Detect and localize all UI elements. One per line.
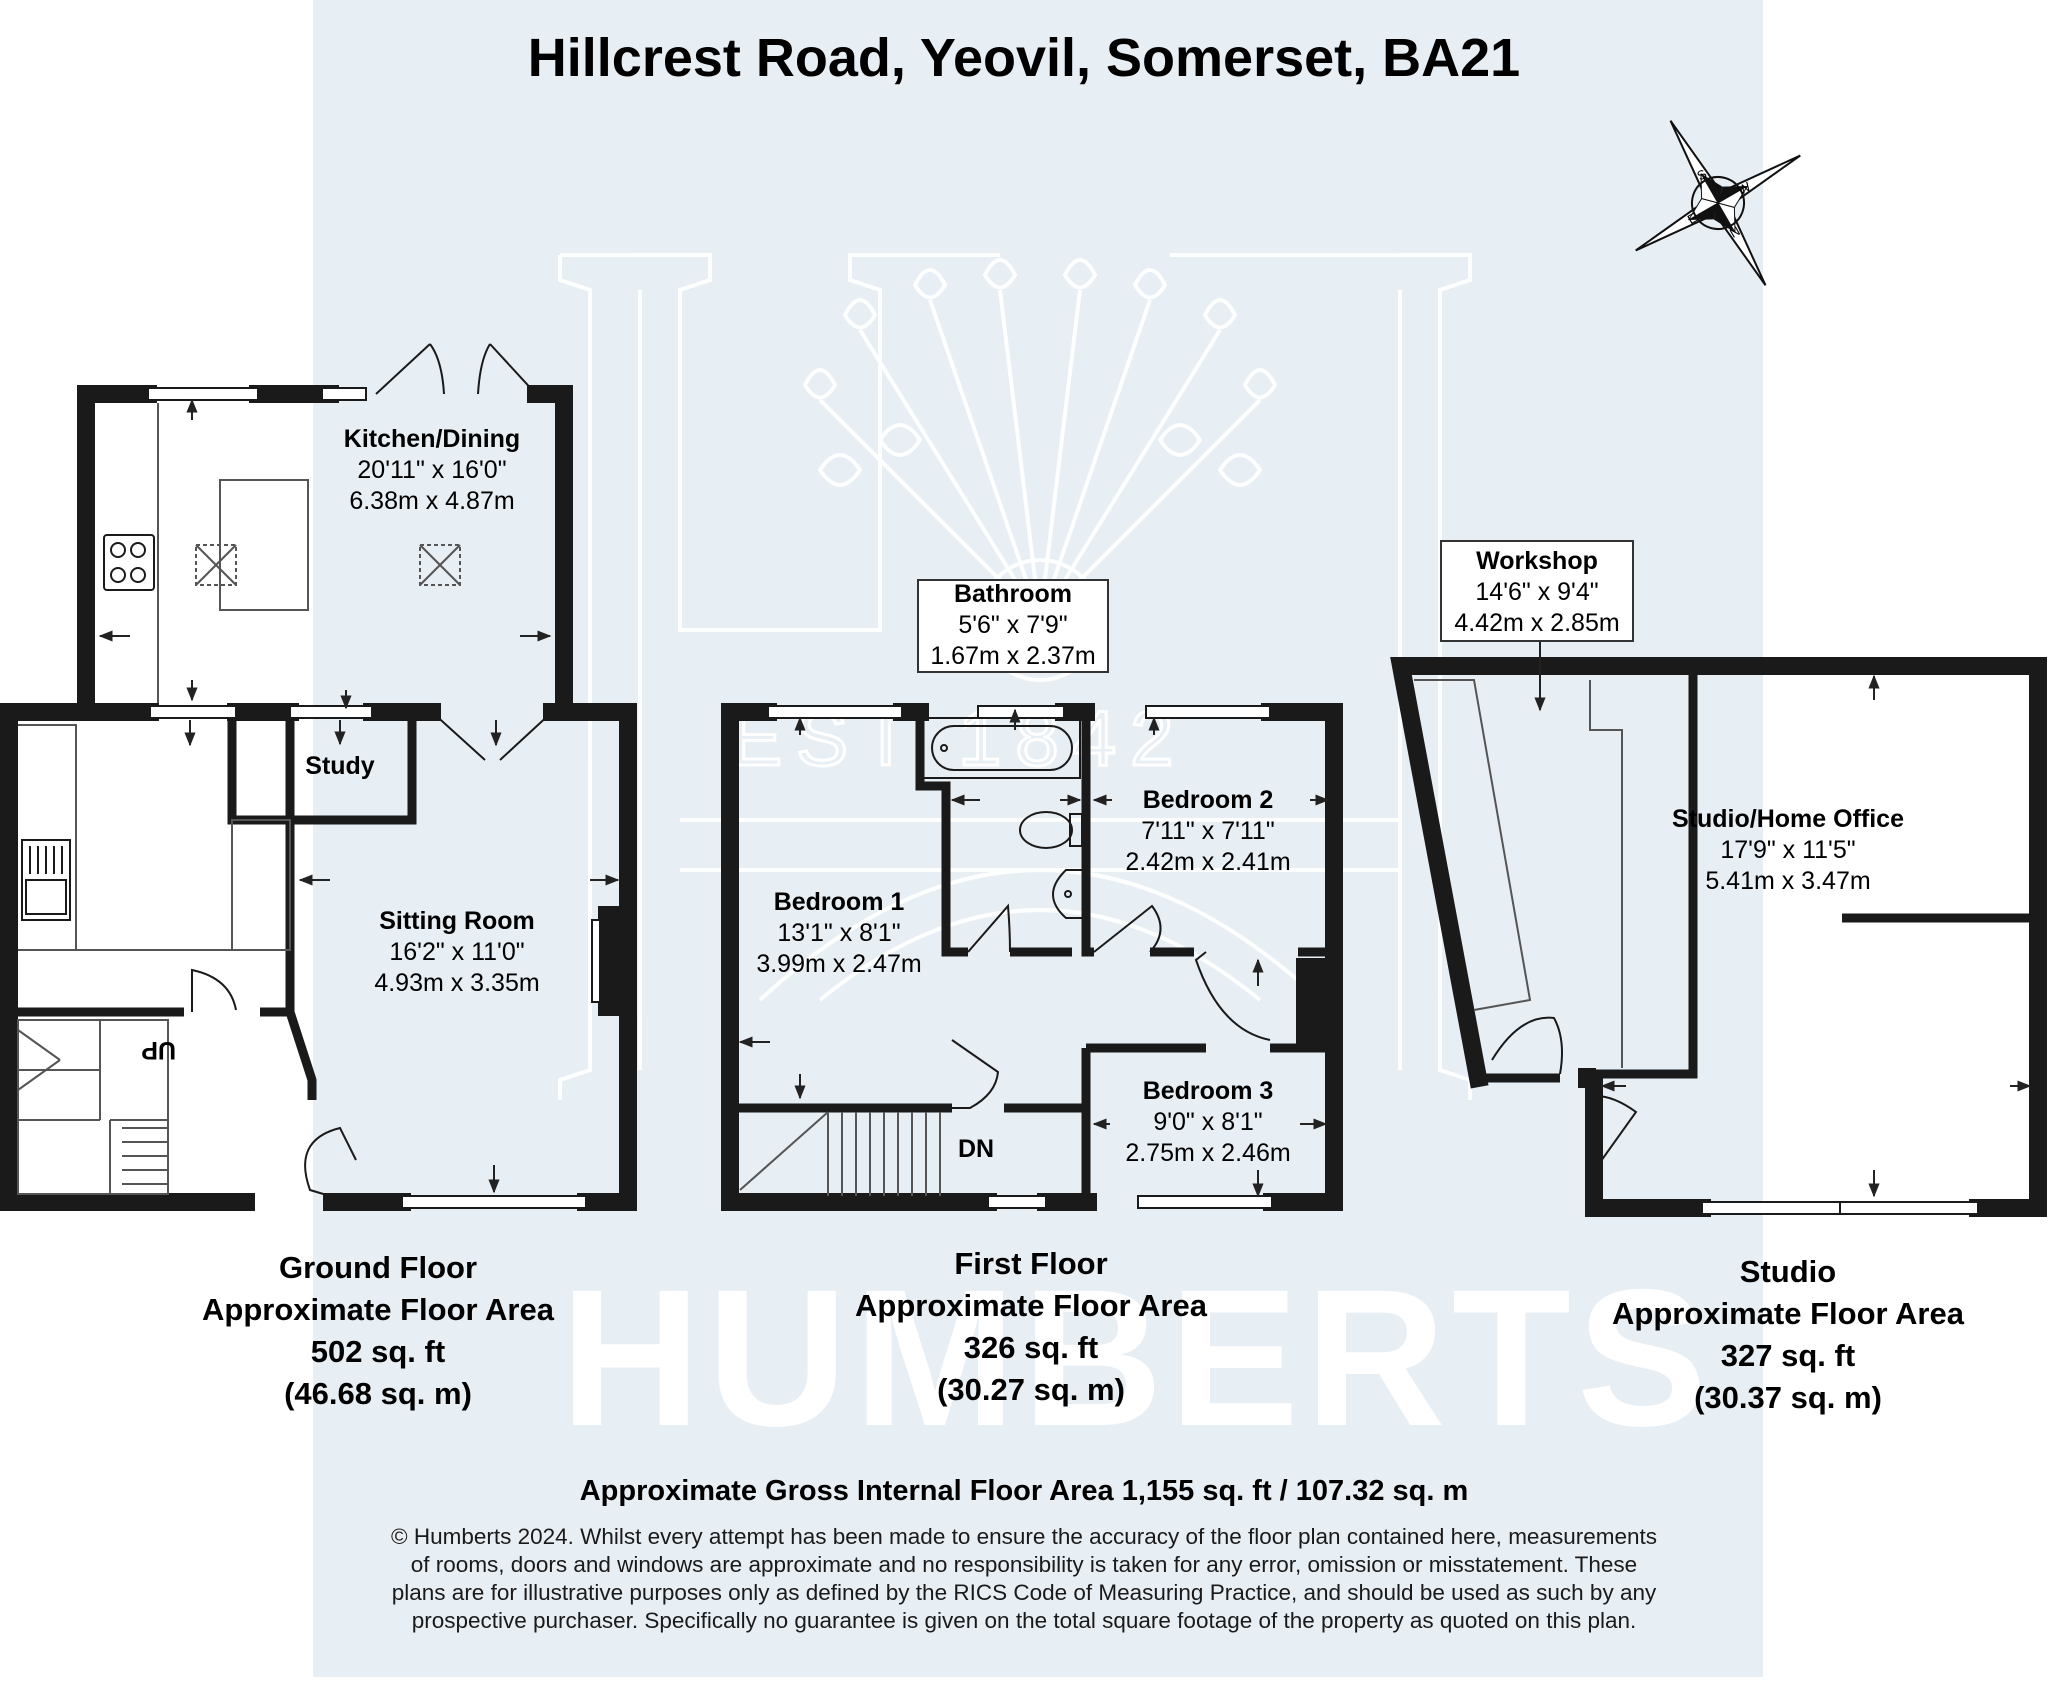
room-name: Kitchen/Dining bbox=[344, 425, 520, 453]
gross-internal-area: Approximate Gross Internal Floor Area 1,… bbox=[580, 1475, 1469, 1507]
room-label-box bbox=[1440, 540, 1634, 642]
room-dimensions-imperial: 17'9" x 11'5" bbox=[1720, 836, 1855, 864]
disclaimer: © Humberts 2024. Whilst every attempt ha… bbox=[391, 1524, 1657, 1633]
doors bbox=[191, 968, 357, 1197]
ground-floor-walls bbox=[0, 385, 637, 1211]
room-dimensions-metric: 3.99m x 2.47m bbox=[756, 950, 921, 978]
floor-area-label: Approximate Floor Area bbox=[202, 1292, 555, 1327]
room-label-box bbox=[917, 579, 1109, 673]
room-name: Bathroom bbox=[954, 580, 1072, 608]
disclaimer-line: prospective purchaser. Specifically no g… bbox=[412, 1608, 1637, 1633]
workshop-fixtures bbox=[1414, 679, 1623, 1068]
room-name: Studio/Home Office bbox=[1672, 805, 1904, 833]
floor-area-sqft: 502 sq. ft bbox=[311, 1334, 445, 1369]
chimney-breast bbox=[1296, 958, 1328, 1048]
french-doors bbox=[375, 343, 553, 761]
room-name: Workshop bbox=[1476, 547, 1598, 575]
first-floor-area: First Floor Approximate Floor Area 326 s… bbox=[855, 1246, 1208, 1407]
floor-name: First Floor bbox=[954, 1246, 1107, 1281]
fireplace-icon bbox=[591, 906, 620, 1016]
ground-floor-windows bbox=[147, 387, 587, 1209]
room-dimensions-imperial: 14'6" x 9'4" bbox=[1475, 578, 1598, 606]
floor-name: Studio bbox=[1740, 1254, 1836, 1289]
room-dimensions-metric: 6.38m x 4.87m bbox=[349, 487, 514, 515]
studio-inner-walls bbox=[1478, 670, 2034, 1083]
page-title: Hillcrest Road, Yeovil, Somerset, BA21 bbox=[528, 28, 1520, 88]
floor-name: Ground Floor bbox=[279, 1250, 477, 1285]
staircase-up bbox=[17, 1019, 169, 1195]
room-sitting-room: Sitting Room 16'2" x 11'0" 4.93m x 3.35m bbox=[374, 907, 539, 997]
first-floor-inner-walls bbox=[730, 712, 1334, 1202]
room-name: Bedroom 2 bbox=[1143, 786, 1274, 814]
staircase-down bbox=[739, 1111, 941, 1196]
floor-area-sqft: 327 sq. ft bbox=[1721, 1338, 1855, 1373]
disclaimer-line: © Humberts 2024. Whilst every attempt ha… bbox=[391, 1524, 1657, 1549]
room-workshop: Workshop 14'6" x 9'4" 4.42m x 2.85m bbox=[1440, 540, 1634, 642]
room-bedroom-3: Bedroom 3 9'0" x 8'1" 2.75m x 2.46m bbox=[1125, 1077, 1290, 1167]
room-dimensions-imperial: 13'1" x 8'1" bbox=[777, 919, 900, 947]
dimension-arrows bbox=[98, 398, 620, 1194]
floor-area-sqm: (46.68 sq. m) bbox=[284, 1376, 472, 1411]
basin-icon bbox=[1052, 869, 1082, 919]
doors bbox=[1491, 1016, 1638, 1169]
room-dimensions-imperial: 20'11" x 16'0" bbox=[357, 456, 506, 484]
ground-floor-plan: UP Kitchen/Dining 20'11" x 16'0" 6.38m x… bbox=[0, 343, 637, 1211]
floor-area-sqm: (30.37 sq. m) bbox=[1694, 1380, 1882, 1415]
first-floor-plan: DN Bathroom 5'6" x 7'9" 1.67m x bbox=[721, 579, 1343, 1211]
room-bathroom: Bathroom 5'6" x 7'9" 1.67m x 2.37m bbox=[917, 579, 1109, 673]
room-dimensions-metric: 2.42m x 2.41m bbox=[1125, 848, 1290, 876]
room-study: Study bbox=[305, 752, 375, 780]
floor-area-sqm: (30.27 sq. m) bbox=[937, 1372, 1125, 1407]
studio-area: Studio Approximate Floor Area 327 sq. ft… bbox=[1612, 1254, 1965, 1415]
lower-fixtures bbox=[18, 724, 291, 951]
room-dimensions-imperial: 9'0" x 8'1" bbox=[1153, 1108, 1262, 1136]
hob-icon bbox=[103, 534, 155, 591]
room-studio-home-office: Studio/Home Office 17'9" x 11'5" 5.41m x… bbox=[1672, 805, 1904, 895]
room-dimensions-metric: 4.42m x 2.85m bbox=[1454, 609, 1619, 637]
studio-windows bbox=[1701, 1201, 1979, 1215]
room-dimensions-imperial: 16'2" x 11'0" bbox=[389, 938, 524, 966]
room-bedroom-2: Bedroom 2 7'11" x 7'11" 2.42m x 2.41m bbox=[1125, 786, 1290, 876]
room-kitchen-dining: Kitchen/Dining 20'11" x 16'0" 6.38m x 4.… bbox=[344, 425, 520, 515]
compass-rose-icon: S W E N bbox=[1635, 120, 1801, 286]
toilet-icon bbox=[1019, 811, 1083, 849]
room-dimensions-metric: 4.93m x 3.35m bbox=[374, 969, 539, 997]
watermark-brand: HUMBERTS bbox=[560, 1249, 1713, 1467]
room-name: Bedroom 3 bbox=[1143, 1077, 1274, 1105]
bathtub-icon bbox=[921, 717, 1081, 779]
room-name: Study bbox=[305, 752, 375, 780]
room-name: Bedroom 1 bbox=[774, 888, 905, 916]
doors bbox=[951, 903, 1271, 1109]
room-dimensions-metric: 1.67m x 2.37m bbox=[930, 642, 1095, 670]
dimension-arrows bbox=[738, 708, 1330, 1198]
disclaimer-line: plans are for illustrative purposes only… bbox=[392, 1580, 1657, 1605]
room-dimensions-metric: 2.75m x 2.46m bbox=[1125, 1139, 1290, 1167]
kitchen-fixtures bbox=[157, 403, 461, 703]
sink-icon bbox=[21, 839, 71, 921]
first-floor-walls bbox=[721, 703, 1343, 1211]
watermark-background bbox=[313, 0, 1763, 1677]
studio-plan: Workshop 14'6" x 9'4" 4.42m x 2.85m Stud… bbox=[1390, 540, 2047, 1217]
room-dimensions-imperial: 7'11" x 7'11" bbox=[1141, 817, 1274, 845]
ground-floor-area: Ground Floor Approximate Floor Area 502 … bbox=[202, 1250, 555, 1411]
floor-area-label: Approximate Floor Area bbox=[855, 1288, 1208, 1323]
studio-walls bbox=[1390, 657, 2047, 1217]
room-name: Sitting Room bbox=[379, 907, 535, 935]
floor-area-label: Approximate Floor Area bbox=[1612, 1296, 1965, 1331]
room-dimensions-metric: 5.41m x 3.47m bbox=[1705, 867, 1870, 895]
first-floor-windows bbox=[767, 705, 1273, 1209]
stairs-up-label: UP bbox=[141, 1036, 176, 1064]
studio-pillar bbox=[1578, 1068, 1596, 1088]
floor-area-sqft: 326 sq. ft bbox=[964, 1330, 1098, 1365]
disclaimer-line: of rooms, doors and windows are approxim… bbox=[411, 1552, 1637, 1577]
room-dimensions-imperial: 5'6" x 7'9" bbox=[958, 611, 1067, 639]
stairs-down-label: DN bbox=[958, 1135, 994, 1163]
room-bedroom-1: Bedroom 1 13'1" x 8'1" 3.99m x 2.47m bbox=[756, 888, 921, 978]
